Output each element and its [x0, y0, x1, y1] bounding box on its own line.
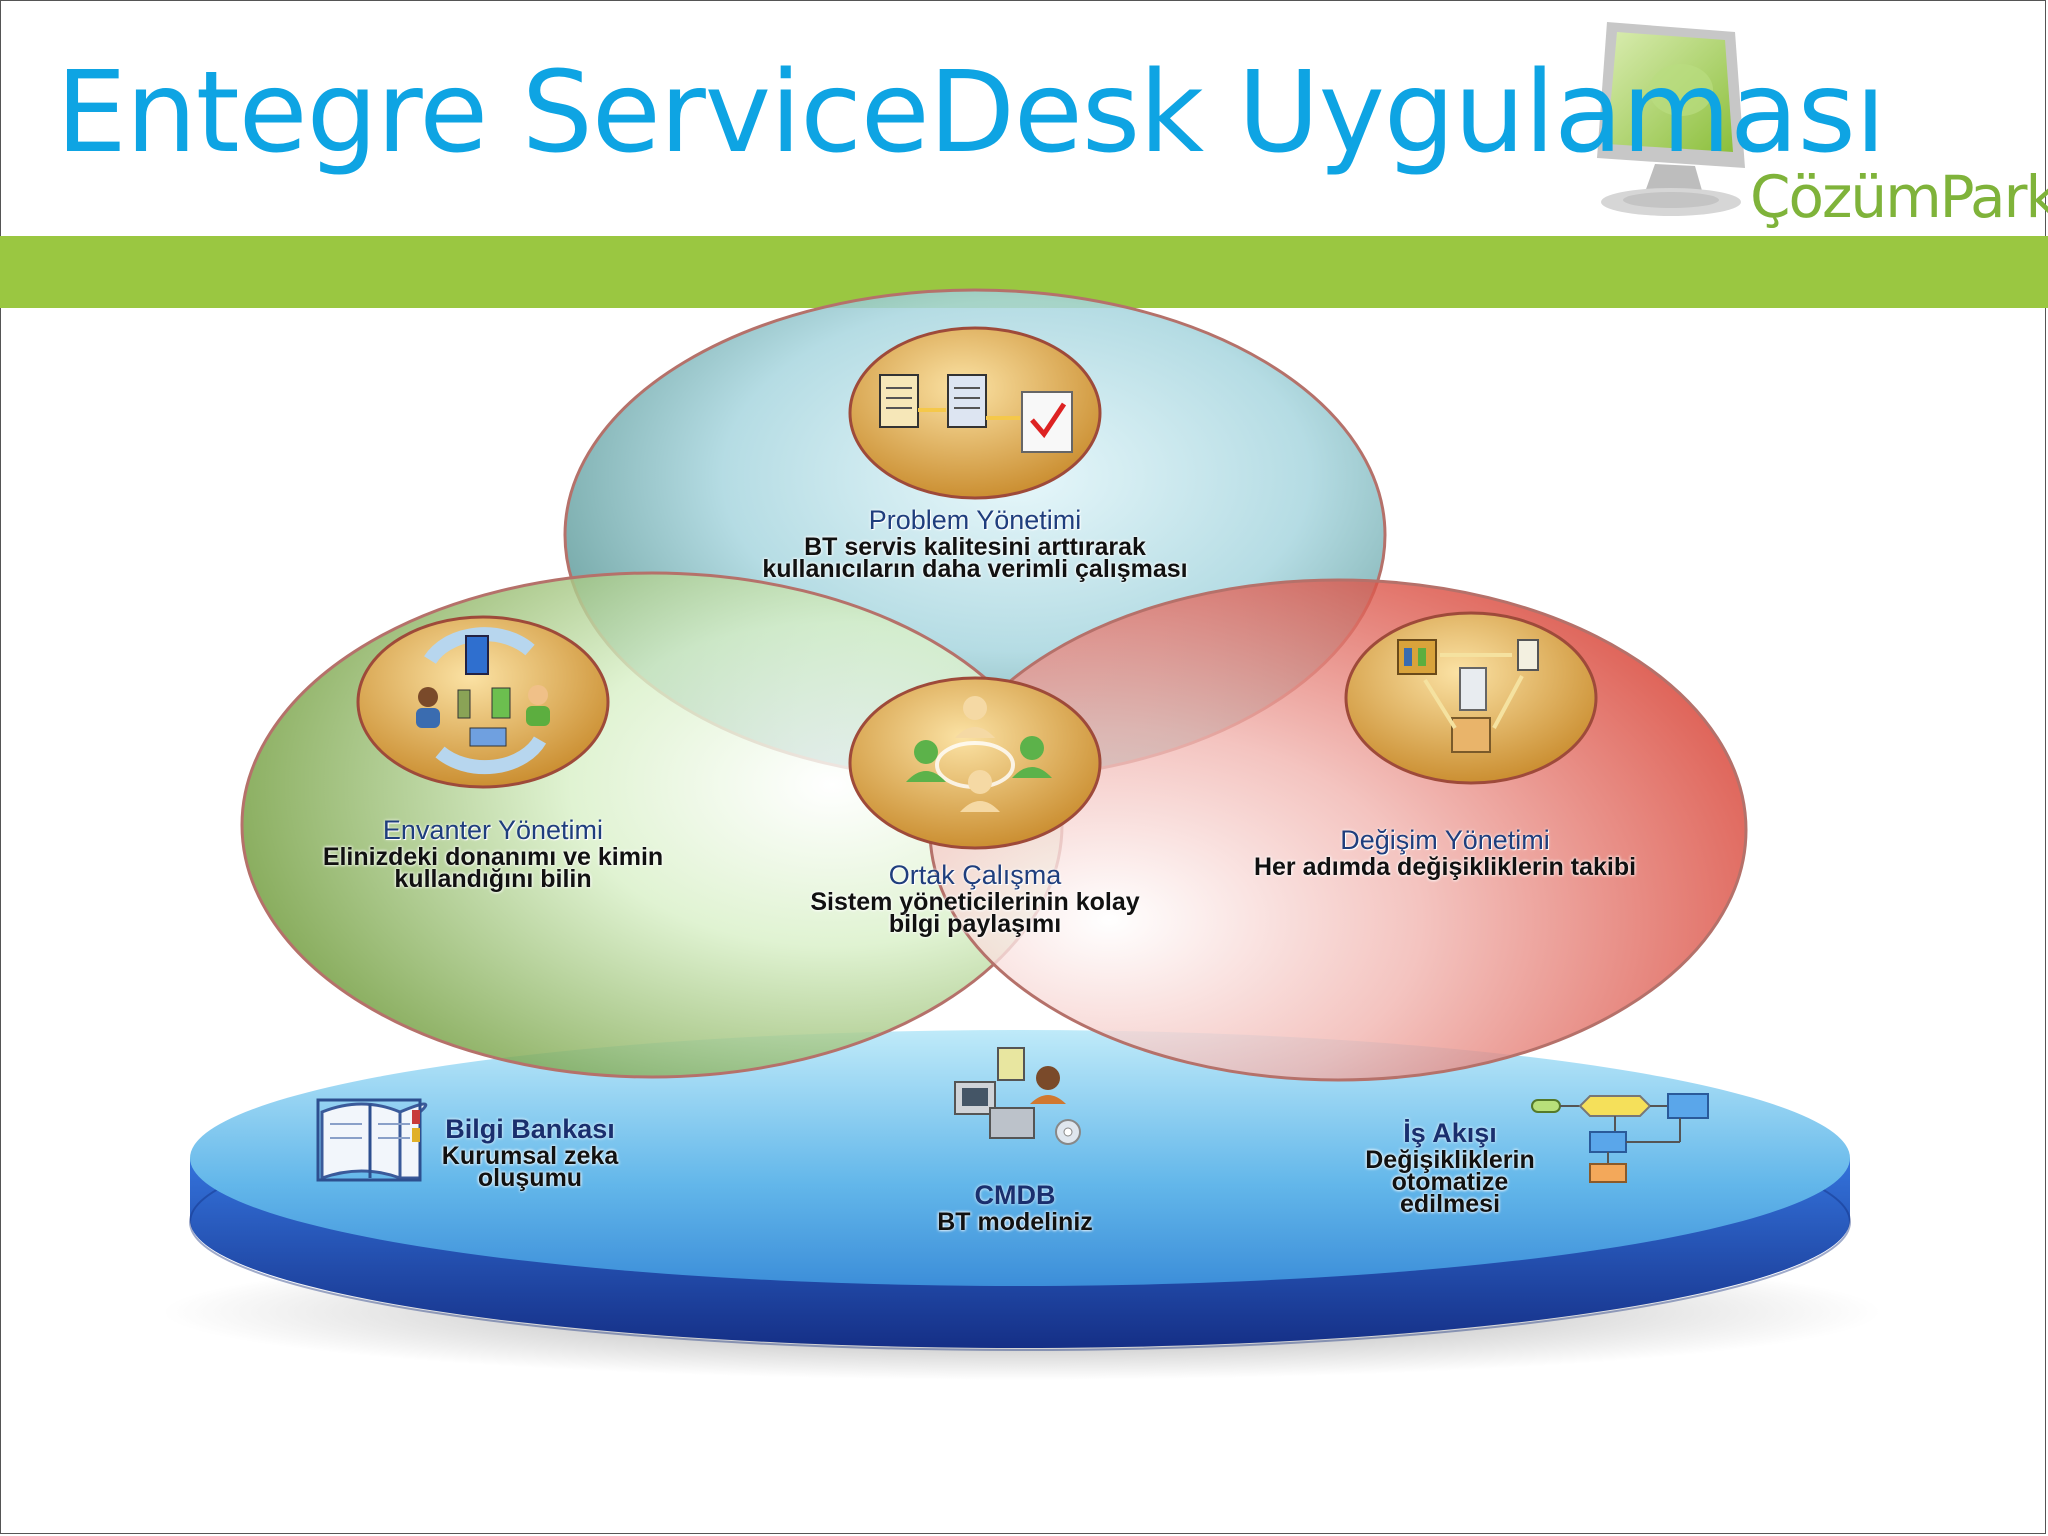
monitor-logo-icon: [1597, 22, 1745, 216]
bilgi-title: Bilgi Bankası: [445, 1114, 615, 1144]
ortak-line2: bilgi paylaşımı: [888, 910, 1062, 938]
is-akisi-line2: otomatize: [1391, 1168, 1509, 1196]
envanter-label: Envanter Yönetimi Elinizdeki donanımı ve…: [300, 815, 686, 893]
degisim-title: Değişim Yönetimi: [1340, 825, 1550, 855]
is-akisi-line1: Değişikliklerin: [1365, 1146, 1535, 1174]
people-collaboration-icon: [848, 676, 1102, 850]
problem-line1: BT servis kalitesini arttırarak: [804, 533, 1146, 561]
logo-text: ÇözümPark: [1750, 163, 2048, 231]
bilgi-label: Bilgi Bankası Kurumsal zeka oluşumu: [425, 1114, 635, 1192]
page-title: Entegre ServiceDesk Uygulaması: [56, 48, 1886, 178]
problem-line2: kullanıcıların daha verimli çalışması: [762, 555, 1188, 583]
devices-users-icon: [356, 615, 610, 789]
envanter-title: Envanter Yönetimi: [382, 815, 604, 845]
problem-label: Problem Yönetimi BT servis kalitesini ar…: [745, 505, 1205, 583]
change-network-icon: [1344, 611, 1598, 785]
cmdb-label: CMDB BT modeliniz: [900, 1180, 1130, 1236]
workflow-icon: [1531, 1093, 1709, 1183]
cmdb-line1: BT modeliniz: [937, 1208, 1093, 1236]
cmdb-title: CMDB: [974, 1180, 1056, 1210]
problem-title: Problem Yönetimi: [868, 505, 1082, 535]
logo: ÇözümPark: [1585, 18, 2048, 238]
bilgi-line1: Kurumsal zeka: [441, 1142, 619, 1170]
book-icon: [316, 1098, 428, 1182]
ortak-label: Ortak Çalışma Sistem yöneticilerinin kol…: [775, 860, 1175, 938]
degisim-line1: Her adımda değişikliklerin takibi: [1253, 853, 1637, 881]
bilgi-line2: oluşumu: [477, 1164, 583, 1192]
degisim-label: Değişim Yönetimi Her adımda değişiklikle…: [1230, 825, 1660, 881]
envanter-line2: kullandığını bilin: [394, 865, 592, 893]
platform-top: [190, 1030, 1850, 1286]
computers-admin-icon: [954, 1047, 1081, 1145]
ortak-title: Ortak Çalışma: [888, 860, 1062, 890]
is-akisi-label: İş Akışı Değişikliklerin otomatize edilm…: [1335, 1118, 1565, 1218]
documents-flow-icon: [848, 326, 1102, 500]
ortak-line1: Sistem yöneticilerinin kolay: [810, 888, 1140, 916]
envanter-line1: Elinizdeki donanımı ve kimin: [322, 843, 664, 871]
is-akisi-line3: edilmesi: [1399, 1190, 1501, 1218]
is-akisi-title: İş Akışı: [1403, 1118, 1497, 1148]
